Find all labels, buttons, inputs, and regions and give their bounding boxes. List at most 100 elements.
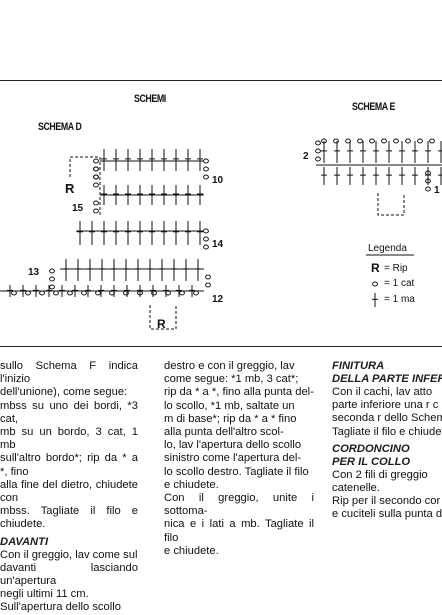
diagram-panel: SCHEMI SCHEMA D SCHEMA E R 15 R 10 14 13…	[0, 80, 442, 347]
stitch-cat	[333, 138, 339, 144]
text-line: Sull'apertura dello scollo	[0, 601, 121, 614]
stitch-cat	[49, 276, 55, 282]
text-line: sull'altro bordo*; rip da * a *, fino	[0, 452, 138, 478]
text-column-3: FINITURA DELLA PARTE INFERI Con il cachi…	[332, 360, 442, 522]
text-line: lo scollo, *1 mb, saltate un	[164, 399, 295, 412]
stitch-cat	[95, 290, 101, 296]
text-line: sinistro come l'apertura del-	[164, 452, 302, 465]
stitch-cat	[93, 158, 99, 164]
text-line: alla punta dell'altro scol-	[164, 426, 284, 439]
stitch-cat	[429, 138, 435, 144]
heading-davanti: DAVANTI	[0, 535, 49, 548]
repeat-bracket	[69, 156, 101, 217]
stitch-cat	[315, 140, 321, 146]
stitch-cat	[53, 290, 59, 296]
text-line: e chiudete.	[164, 544, 219, 557]
stitch-cat	[49, 284, 55, 290]
text-line: Con il greggio, unite i sottoma-	[164, 492, 314, 518]
stitch-cat	[203, 228, 209, 234]
stitch-cat	[425, 186, 431, 192]
stitch-cat	[203, 174, 209, 180]
stitch-cat	[425, 170, 431, 176]
text-line: Con 2 fili di greggio	[332, 468, 428, 481]
text-line: Rip per il secondo cor	[332, 495, 441, 508]
text-line: parte inferiore una r c	[332, 399, 439, 412]
text-line: sullo Schema F indica l'inizio	[0, 360, 138, 386]
stitch-cat	[123, 290, 129, 296]
stitch-cat	[357, 138, 363, 144]
text-line: Con il cachi, lav atto	[332, 386, 433, 398]
stitch-cat	[205, 282, 211, 288]
schema-e-grid	[315, 138, 442, 216]
schema-e-row-2: 2	[303, 151, 309, 162]
stitch-cat	[315, 148, 321, 154]
row-number-14: 14	[212, 239, 224, 250]
stitch-cat	[372, 281, 378, 287]
stitch-cat	[417, 138, 423, 144]
stitch-cat	[49, 268, 55, 274]
stitch-cat	[25, 290, 31, 296]
text-line: destro e con il greggio, lav	[164, 360, 295, 372]
stitch-cat	[203, 158, 209, 164]
stitch-cat	[193, 290, 199, 296]
text-line: mb su un bordo, 3 cat, 1 mb	[0, 426, 138, 452]
heading-per-il-collo: PER IL COLLO	[332, 455, 411, 468]
stitch-cat	[93, 174, 99, 180]
stitch-cat	[315, 156, 321, 162]
schema-d-label: SCHEMA D	[38, 121, 82, 133]
repeat-marker-r-bottom: R	[157, 317, 166, 331]
heading-cordoncino: CORDONCINO	[332, 442, 410, 455]
stitch-cat	[11, 290, 17, 296]
stitch-cat	[93, 200, 99, 206]
heading-finitura: FINITURA	[332, 360, 385, 372]
text-line: rip da * a *, fino alla punta del-	[164, 386, 314, 399]
stitch-cat	[425, 178, 431, 184]
legend-ma-text: = 1 ma	[384, 294, 415, 305]
legend-r-symbol: R	[371, 261, 380, 275]
stitch-cat	[345, 138, 351, 144]
stitch-cat	[369, 138, 375, 144]
text-line: lo scollo destro. Tagliate il filo	[164, 465, 309, 478]
text-line: mbss su uno dei bordi, *3 cat,	[0, 399, 138, 425]
text-line: Tagliate il filo e chiudet	[332, 425, 442, 438]
text-line: lo, lav l'apertura dello scollo	[164, 439, 302, 452]
legend-title: Legenda	[368, 243, 407, 254]
stitch-cat	[81, 290, 87, 296]
stitch-cat	[93, 166, 99, 172]
text-line: come segue: *1 mb, 3 cat*;	[164, 373, 299, 386]
text-line: nica e i lati a mb. Tagliate il filo	[164, 518, 314, 544]
text-line: e chiudete.	[164, 478, 219, 491]
row-number-13: 13	[28, 267, 40, 278]
text-line: Con il greggio, lav come sul	[0, 548, 138, 561]
stitch-cat	[179, 290, 185, 296]
stitch-cat	[393, 138, 399, 144]
stitch-cat	[151, 290, 157, 296]
crochet-diagram	[0, 138, 442, 330]
repeat-marker-r: R	[65, 181, 75, 196]
repeat-bracket	[149, 305, 177, 330]
heading-parte-inferiore: DELLA PARTE INFERI	[332, 373, 442, 385]
row-number-12: 12	[212, 294, 224, 305]
text-line: mbss. Tagliate il filo e chiudete.	[0, 505, 138, 531]
schema-e-row-1: 1	[434, 185, 440, 196]
stitch-cat	[93, 208, 99, 214]
legend-rip-text: = Rip	[384, 263, 408, 274]
stitch-cat	[203, 244, 209, 250]
text-line: m di base*; rip da * a * fino	[164, 412, 297, 425]
stitch-cat	[203, 166, 209, 172]
repeat-bracket	[377, 193, 405, 216]
row-number-15: 15	[72, 203, 84, 214]
stitch-cat	[67, 290, 73, 296]
text-line: alla fine del dietro, chiudete con	[0, 478, 138, 505]
stitch-cat	[203, 236, 209, 242]
text-line: catenelle.	[332, 482, 380, 495]
text-line: e cuciteli sulla punta d	[332, 508, 442, 521]
stitch-cat	[205, 274, 211, 280]
legend-cat-text: = 1 cat	[384, 278, 415, 289]
text-line: seconda r dello Schem	[332, 412, 442, 425]
stitch-cat	[405, 138, 411, 144]
stitch-cat	[93, 182, 99, 188]
